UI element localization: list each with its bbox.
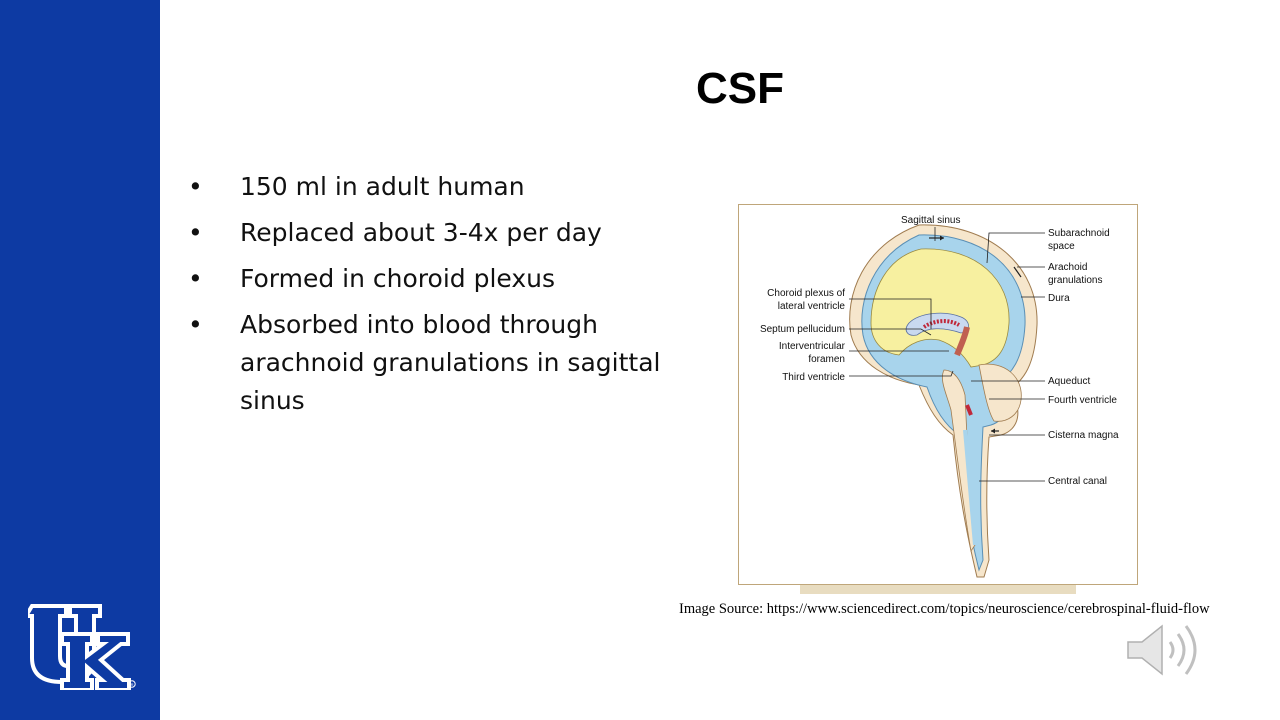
label-subarachnoid: Subarachnoid: [1048, 228, 1110, 239]
uk-logo-icon: R: [28, 604, 136, 690]
label-sagittal-sinus: Sagittal sinus: [901, 215, 960, 226]
bullet-list: • 150 ml in adult human • Replaced about 3…: [188, 168, 688, 428]
csf-flow-diagram: Sagittal sinus Subarachnoid space Aracho…: [738, 204, 1138, 585]
label-septum: Septum pellucidum: [760, 324, 845, 335]
label-choroid-2: lateral ventricle: [778, 301, 846, 312]
bullet-text: Absorbed into blood through arachnoid gr…: [240, 310, 661, 415]
bullet-icon: •: [188, 310, 203, 339]
bullet-icon: •: [188, 172, 203, 201]
sidebar-band: R: [0, 0, 160, 720]
brain-diagram-svg: Sagittal sinus Subarachnoid space Aracho…: [760, 215, 1119, 578]
bullet-text: 150 ml in adult human: [240, 172, 525, 201]
list-item: • 150 ml in adult human: [188, 168, 688, 206]
label-interventricular: Interventricular: [779, 341, 846, 352]
image-source-caption: Image Source: https://www.sciencedirect.…: [679, 601, 1210, 617]
label-fourth-ventricle: Fourth ventricle: [1048, 395, 1117, 406]
list-item: • Replaced about 3-4x per day: [188, 214, 688, 252]
label-arachoid-2: granulations: [1048, 275, 1102, 286]
label-choroid: Choroid plexus of: [767, 288, 845, 299]
bullet-text: Replaced about 3-4x per day: [240, 218, 602, 247]
list-item: • Absorbed into blood through arachnoid g…: [188, 306, 688, 420]
speaker-icon[interactable]: [1124, 618, 1204, 682]
figure-shadow: [800, 585, 1076, 594]
bullet-icon: •: [188, 218, 203, 247]
list-item: • Formed in choroid plexus: [188, 260, 688, 298]
label-third-ventricle: Third ventricle: [782, 372, 845, 383]
bullet-text: Formed in choroid plexus: [240, 264, 556, 293]
label-arachoid: Arachoid: [1048, 262, 1087, 273]
svg-text:R: R: [131, 682, 134, 687]
slide-title: CSF: [696, 64, 784, 113]
label-subarachnoid-2: space: [1048, 241, 1075, 252]
label-central-canal: Central canal: [1048, 476, 1107, 487]
label-cisterna: Cisterna magna: [1048, 430, 1119, 441]
label-interventricular-2: foramen: [808, 354, 845, 365]
label-aqueduct: Aqueduct: [1048, 376, 1090, 387]
bullet-icon: •: [188, 264, 203, 293]
label-dura: Dura: [1048, 293, 1070, 304]
